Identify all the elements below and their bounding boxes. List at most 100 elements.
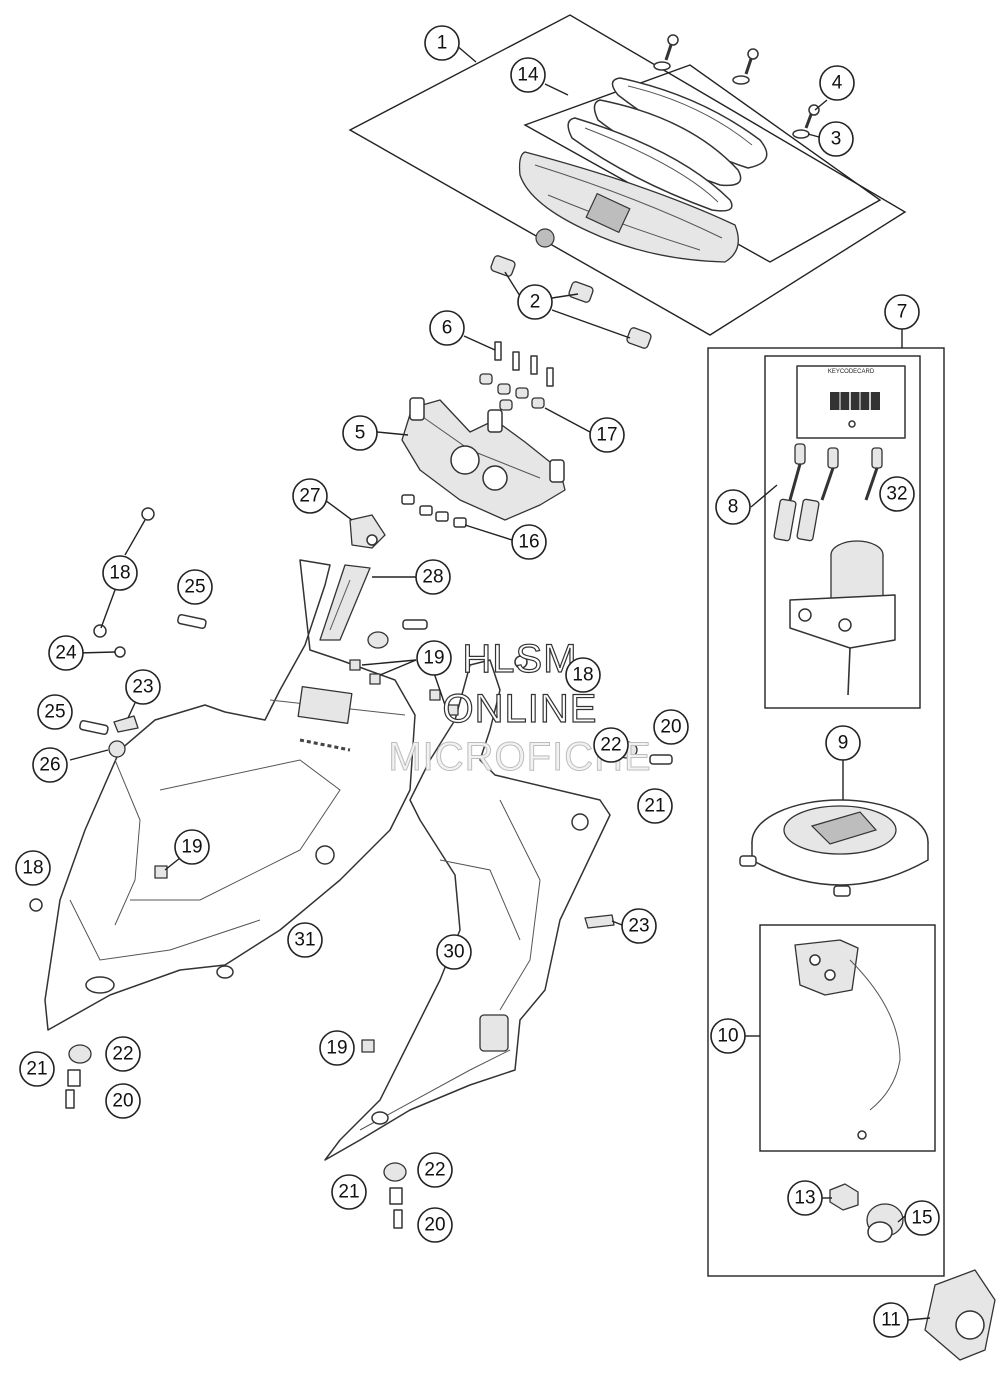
ignition-lock — [789, 540, 896, 696]
callout-4[interactable]: 4 — [819, 65, 855, 101]
callout-22-right[interactable]: 22 — [593, 727, 629, 763]
callout-22-bottom-label: 22 — [424, 1160, 445, 1181]
callout-5[interactable]: 5 — [342, 415, 378, 451]
sensor-part-10 — [794, 939, 901, 1140]
callout-18-center[interactable]: 18 — [565, 657, 601, 693]
callout-21-left[interactable]: 21 — [19, 1051, 55, 1087]
callout-30-label: 30 — [443, 942, 464, 963]
callout-31-label: 31 — [294, 930, 315, 951]
callout-28[interactable]: 28 — [415, 559, 451, 595]
callout-28-label: 28 — [422, 567, 443, 588]
callout-22-left[interactable]: 22 — [105, 1036, 141, 1072]
callout-22-left-label: 22 — [112, 1044, 133, 1065]
callout-20-right[interactable]: 20 — [653, 709, 689, 745]
panel-part-28 — [319, 564, 371, 641]
side-cover-part-31 — [44, 559, 416, 1031]
callout-27[interactable]: 27 — [292, 478, 328, 514]
nut-part-13 — [829, 1183, 859, 1211]
callout-19-bottom[interactable]: 19 — [319, 1030, 355, 1066]
leader-lines — [69, 44, 931, 1321]
callout-13[interactable]: 13 — [787, 1180, 823, 1216]
callout-20-left-label: 20 — [112, 1091, 133, 1112]
side-cover-part-30 — [324, 659, 611, 1161]
dashboard-group-frame — [348, 14, 907, 336]
callout-22-bottom[interactable]: 22 — [417, 1152, 453, 1188]
callout-19-left-label: 19 — [181, 837, 202, 858]
callout-16-label: 16 — [518, 532, 539, 553]
callout-7-label: 7 — [897, 302, 908, 323]
callout-18-left[interactable]: 18 — [15, 850, 51, 886]
holder-part-27 — [349, 514, 386, 549]
callout-26[interactable]: 26 — [32, 747, 68, 783]
callout-22-right-label: 22 — [600, 735, 621, 756]
key-code-card: KEYCODECARD — [796, 365, 906, 439]
callout-25-top[interactable]: 25 — [177, 569, 213, 605]
callout-2-label: 2 — [530, 292, 541, 313]
callout-30[interactable]: 30 — [436, 934, 472, 970]
callout-25-left[interactable]: 25 — [37, 694, 73, 730]
callout-11-label: 11 — [881, 1310, 901, 1331]
instrument-bracket — [401, 341, 566, 528]
callout-23-right-label: 23 — [628, 916, 649, 937]
callout-14[interactable]: 14 — [510, 57, 546, 93]
callout-20-bottom-label: 20 — [424, 1215, 445, 1236]
screw-part-4 — [653, 34, 820, 139]
callout-11[interactable]: 11 — [873, 1302, 909, 1338]
callout-1-label: 1 — [437, 33, 448, 54]
callout-17-label: 17 — [596, 425, 617, 446]
callout-1[interactable]: 1 — [424, 25, 460, 61]
callout-25-left-label: 25 — [44, 702, 65, 723]
callout-10[interactable]: 10 — [710, 1018, 746, 1054]
callout-17[interactable]: 17 — [589, 417, 625, 453]
lock-cylinder-part-15 — [866, 1203, 904, 1243]
callout-23-left-label: 23 — [132, 677, 153, 698]
sensor-frame — [759, 924, 936, 1152]
callout-8[interactable]: 8 — [715, 489, 751, 525]
callout-19-left[interactable]: 19 — [174, 829, 210, 865]
callout-14-label: 14 — [517, 65, 539, 86]
callout-13-label: 13 — [794, 1188, 815, 1209]
callout-31[interactable]: 31 — [287, 922, 323, 958]
callout-19-bottom-label: 19 — [326, 1038, 347, 1059]
fuel-cap-part-9 — [739, 799, 929, 897]
callout-3[interactable]: 3 — [818, 121, 854, 157]
watermark-line-1: HLSM — [462, 637, 577, 681]
keys-part-32 — [773, 443, 883, 542]
callout-24[interactable]: 24 — [48, 635, 84, 671]
callout-8-label: 8 — [728, 497, 739, 518]
grommet-part-2 — [490, 255, 652, 349]
callout-6[interactable]: 6 — [429, 310, 465, 346]
callout-19-top-label: 19 — [423, 648, 444, 669]
callout-21-bottom[interactable]: 21 — [331, 1174, 367, 1210]
callout-9[interactable]: 9 — [825, 725, 861, 761]
nut-part-16 — [401, 494, 467, 528]
callout-4-label: 4 — [832, 73, 843, 94]
callout-2[interactable]: 2 — [517, 284, 553, 320]
callout-21-left-label: 21 — [26, 1059, 47, 1080]
callout-7[interactable]: 7 — [884, 294, 920, 330]
callout-16[interactable]: 16 — [511, 524, 547, 560]
callout-18-top[interactable]: 18 — [102, 555, 138, 591]
callout-20-bottom[interactable]: 20 — [417, 1207, 453, 1243]
callout-20-right-label: 20 — [660, 717, 681, 738]
callout-20-left[interactable]: 20 — [105, 1083, 141, 1119]
key-card-title: KEYCODECARD — [828, 369, 875, 375]
fasteners — [29, 507, 673, 1229]
callout-15-label: 15 — [911, 1208, 932, 1229]
callout-15[interactable]: 15 — [904, 1200, 940, 1236]
callout-18-left-label: 18 — [22, 858, 43, 879]
callout-24-label: 24 — [55, 643, 77, 664]
callout-23-left[interactable]: 23 — [125, 669, 161, 705]
callout-23-right[interactable]: 23 — [621, 908, 657, 944]
callout-10-label: 10 — [717, 1026, 738, 1047]
callout-21-right[interactable]: 21 — [637, 788, 673, 824]
callout-32-label: 32 — [886, 484, 907, 505]
callout-3-label: 3 — [831, 129, 842, 150]
callout-19-top[interactable]: 19 — [416, 640, 452, 676]
callout-32[interactable]: 32 — [879, 476, 915, 512]
dashboard-assembly — [490, 34, 820, 349]
callout-6-label: 6 — [442, 318, 453, 339]
callout-9-label: 9 — [838, 733, 849, 754]
screw-part-6 — [494, 341, 554, 387]
